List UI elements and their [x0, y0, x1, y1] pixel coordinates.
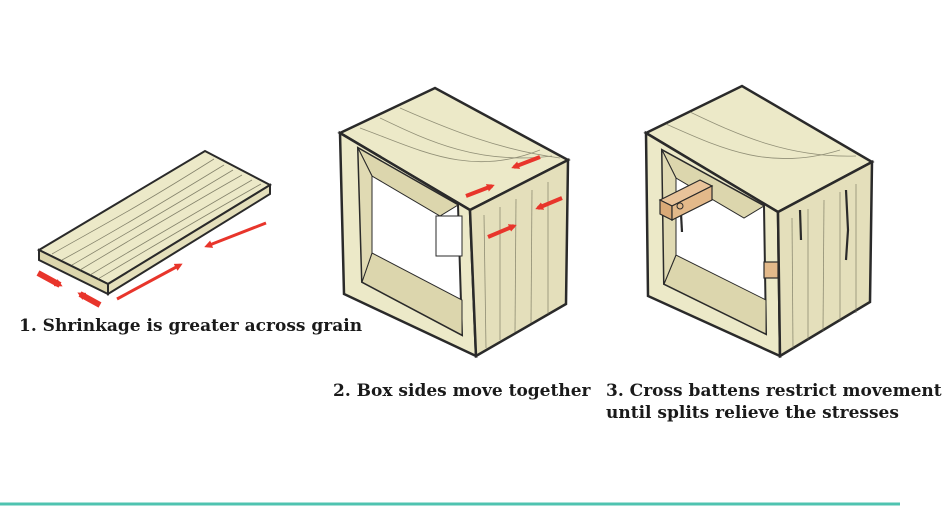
- illustration-canvas: [0, 84, 900, 506]
- caption-cross-battens-line1: 3. Cross battens restrict movement: [606, 381, 942, 401]
- plank-illustration: [36, 149, 273, 308]
- cross-batten: [658, 179, 779, 279]
- caption-cross-battens: 3. Cross battens restrict movement until…: [606, 380, 942, 424]
- caption-box-sides: 2. Box sides move together: [333, 381, 591, 401]
- plank-arrows: [36, 221, 267, 308]
- caption-cross-battens-line2: until splits relieve the stresses: [606, 403, 899, 423]
- box-illustration: [337, 86, 571, 359]
- batten-box-illustration: [643, 84, 875, 359]
- box-arrows: [465, 155, 563, 239]
- caption-shrinkage: 1. Shrinkage is greater across grain: [19, 316, 363, 336]
